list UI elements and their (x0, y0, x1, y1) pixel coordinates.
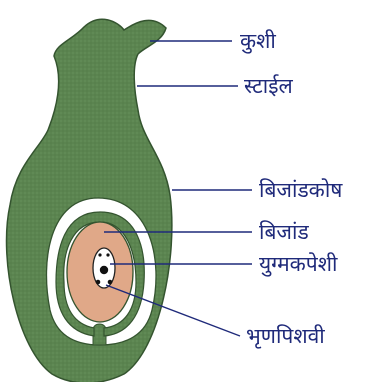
label-ovule: बिजांड (259, 220, 309, 244)
label-style: स्टाईल (244, 74, 294, 98)
egg-cell-nucleus (100, 266, 108, 274)
synergid-2 (108, 280, 113, 285)
synergid-1 (96, 280, 101, 285)
antipodal-2 (106, 253, 109, 256)
label-ovary: बिजांडकोष (259, 178, 343, 202)
label-stigma: कुशी (240, 29, 276, 54)
label-egg-cell: युग्मकपेशी (259, 252, 338, 277)
label-embryo-sac: भृणपिशवी (246, 324, 325, 349)
antipodal-1 (98, 253, 101, 256)
